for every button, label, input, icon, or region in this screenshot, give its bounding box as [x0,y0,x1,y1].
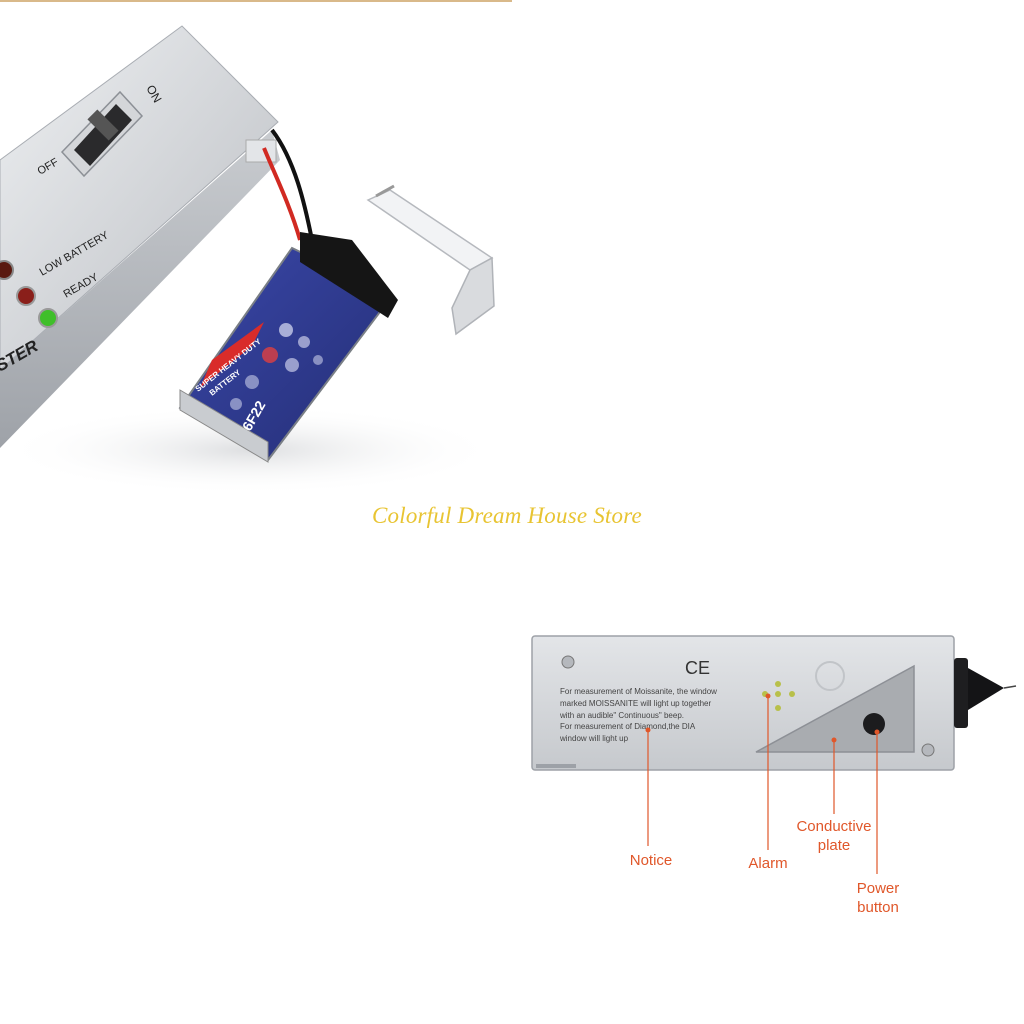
top-divider [0,0,512,2]
product-photo-battery: ON OFF LOW BATTERY READY STER SUPER HEA [0,0,512,512]
brand-logo-icon [815,661,845,691]
tester-diagram-illustration: CE For measurement of Moissanite, the wi… [531,635,1017,874]
callout-alarm: Alarm [748,855,788,872]
callout-conductive-plate-line1: Conductive [796,818,872,835]
led-green-icon [38,308,58,328]
notice-line: marked MOISSANITE will light up together [560,699,712,708]
callout-power-button-line2: button [857,899,899,916]
callout-notice: Notice [629,852,673,869]
notice-line: with an audible" Continuous" beep. [559,711,684,720]
led-low-battery-partial [0,260,14,280]
power-switch [60,90,144,178]
power-button[interactable] [863,713,885,735]
ce-mark: CE [685,658,710,678]
tester-diagram: CE For measurement of Moissanite, the wi… [528,628,1024,928]
tester-battery-illustration: ON OFF LOW BATTERY READY STER SUPER HEA [0,25,500,495]
battery-9v [178,232,398,463]
black-wire [270,128,314,241]
callout-conductive-plate: Conductive plate [778,817,890,855]
notice-text: For measurement of Moissanite, the windo… [559,687,717,743]
tester-body-top [0,25,279,371]
callout-power-button: Power button [848,879,908,917]
screw-icon [561,655,575,669]
battery-cover [366,184,495,336]
callout-power-button-line1: Power [856,880,900,897]
notice-line: For measurement of Moissanite, the windo… [560,687,717,696]
terminal-holder [245,139,277,163]
notice-line: window will light up [559,734,629,743]
screw-icon [921,743,935,757]
red-wire [262,147,302,241]
notice-line: For measurement of Diamond,the DIA [560,722,696,731]
probe-tip [954,658,1017,728]
store-watermark: Colorful Dream House Store [372,503,642,528]
led-red-icon [16,286,36,306]
alarm-led-cluster [762,681,795,711]
tester-body-side [0,130,280,448]
body-seam [536,764,576,768]
callout-conductive-plate-line2: plate [817,837,851,854]
